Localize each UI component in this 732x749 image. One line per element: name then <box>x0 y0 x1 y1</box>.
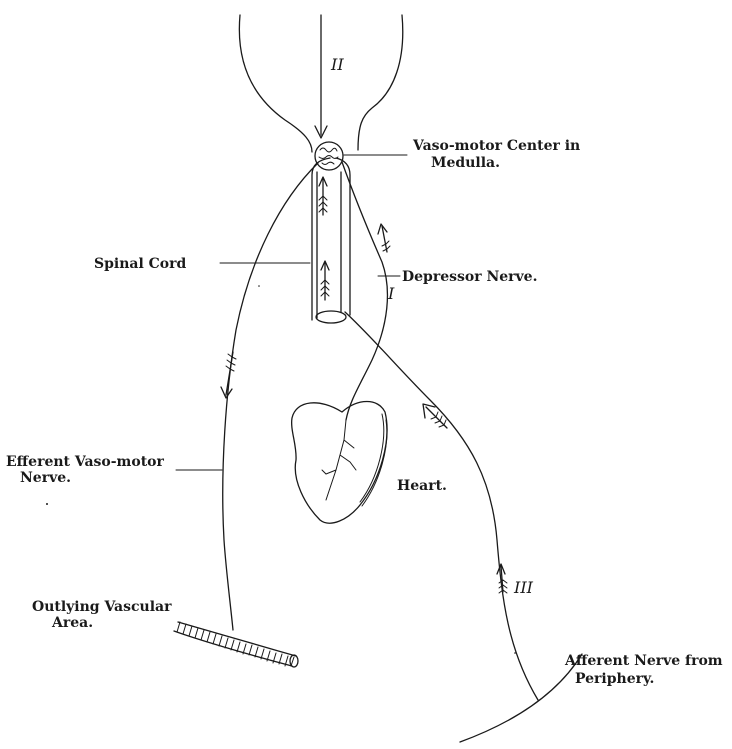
vascular-area-coils <box>177 622 294 666</box>
label-medulla: Medulla. <box>431 155 500 171</box>
pathway-two-numeral: II <box>330 55 344 74</box>
spinal-cord-cut-end <box>316 311 346 323</box>
pathway-one-numeral: I <box>387 284 395 303</box>
print-speck-2 <box>258 285 260 287</box>
print-speck-3 <box>514 652 516 654</box>
label-periphery: Periphery. <box>575 671 654 687</box>
heart-icon <box>292 402 387 524</box>
vasomotor-center-texture <box>319 148 338 165</box>
depressor-nerve-line <box>342 162 387 420</box>
label-afferent-nerve: Afferent Nerve from <box>564 653 723 669</box>
heart-nerve-branches <box>322 420 356 500</box>
label-outlying-vascular: Outlying Vascular <box>32 599 172 615</box>
afferent-arrow-upper-head <box>423 404 435 418</box>
label-spinal-cord: Spinal Cord <box>94 256 187 272</box>
label-heart: Heart. <box>397 478 447 494</box>
medulla-outline-left <box>239 15 312 152</box>
label-vasomotor-center: Vaso-motor Center in <box>412 138 580 154</box>
spinal-cord-outline <box>312 158 350 320</box>
label-outlying-area: Area. <box>51 615 93 631</box>
pathway-three-numeral: III <box>513 578 534 597</box>
afferent-nerve-line <box>345 312 538 700</box>
label-efferent-nerve-2: Nerve. <box>20 470 71 486</box>
efferent-nerve-line <box>223 163 318 630</box>
heart-edge-shading <box>360 414 387 506</box>
print-speck <box>46 503 48 505</box>
label-depressor-nerve: Depressor Nerve. <box>402 269 537 285</box>
label-efferent-nerve: Efferent Vaso-motor <box>6 454 165 470</box>
vascular-area-outline <box>174 622 296 666</box>
medulla-outline-right <box>358 15 403 150</box>
depressor-arrow-shaft <box>382 226 387 252</box>
